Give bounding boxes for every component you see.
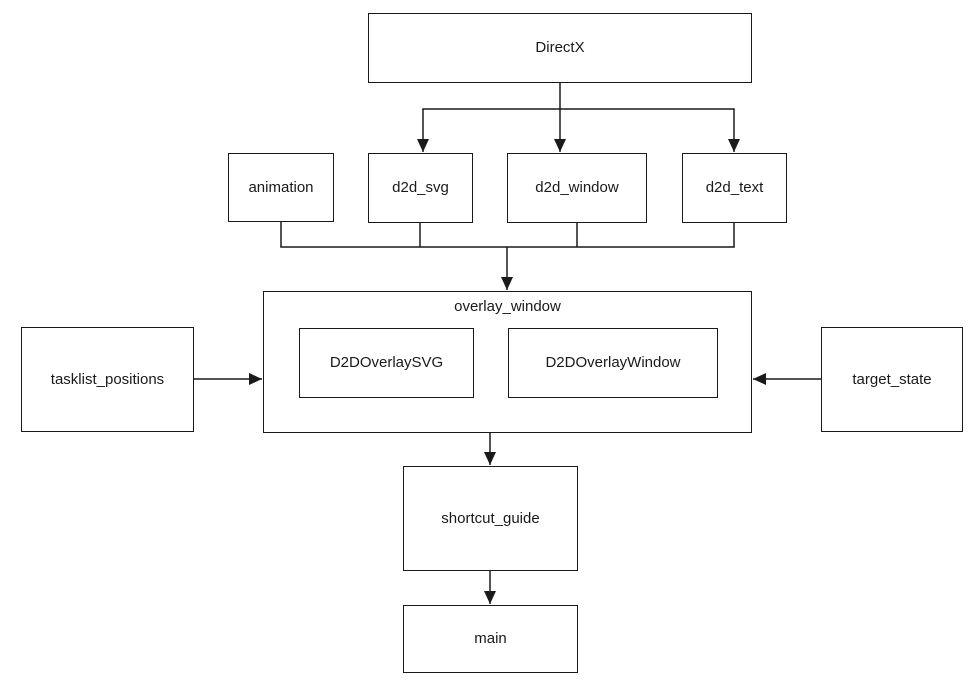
node-overlay-window: overlay_window D2DOverlaySVG D2DOverlayW… (263, 291, 752, 433)
node-main: main (403, 605, 578, 673)
node-shortcut-guide-label: shortcut_guide (441, 509, 540, 527)
node-tasklist-positions-label: tasklist_positions (50, 370, 165, 388)
node-animation: animation (228, 153, 334, 222)
node-d2d-svg: d2d_svg (368, 153, 473, 223)
node-d2d-text-label: d2d_text (705, 179, 764, 196)
node-target-state-label: target_state (852, 370, 932, 388)
node-d2d-overlay-window: D2DOverlayWindow (508, 328, 718, 398)
node-d2d-overlay-svg: D2DOverlaySVG (299, 328, 474, 398)
node-directx: DirectX (368, 13, 752, 83)
node-shortcut-guide: shortcut_guide (403, 466, 578, 571)
node-d2d-svg-label: d2d_svg (392, 179, 449, 196)
node-d2d-window-label: d2d_window (535, 179, 619, 196)
node-d2d-overlay-svg-label: D2DOverlaySVG (329, 354, 444, 371)
node-d2d-text: d2d_text (682, 153, 787, 223)
node-overlay-window-label: overlay_window (454, 298, 561, 315)
node-d2d-overlay-window-label: D2DOverlayWindow (545, 354, 681, 371)
node-target-state: target_state (821, 327, 963, 432)
node-animation-label: animation (248, 178, 314, 196)
node-d2d-window: d2d_window (507, 153, 647, 223)
node-directx-label: DirectX (535, 39, 585, 56)
node-tasklist-positions: tasklist_positions (21, 327, 194, 432)
node-main-label: main (474, 630, 507, 647)
